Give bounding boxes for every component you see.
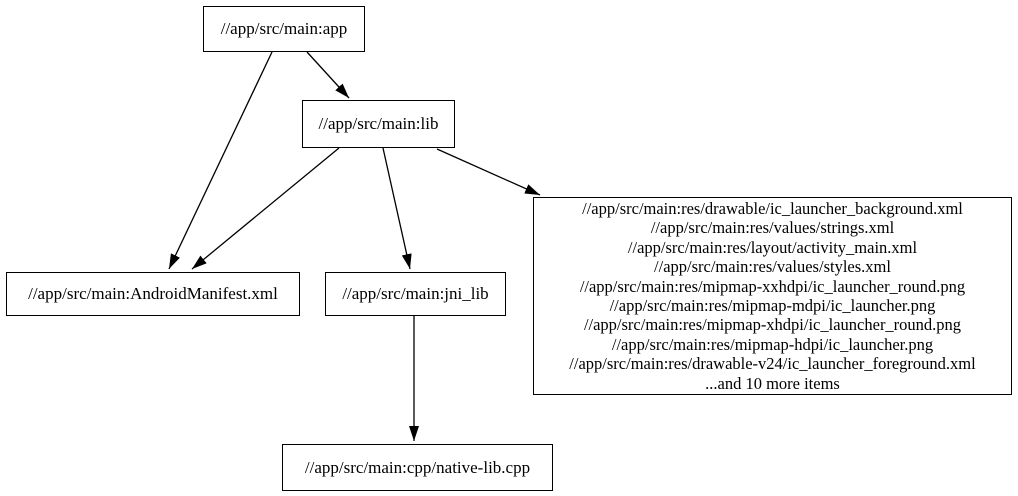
edge-app-to-manifest (168, 51, 273, 270)
graph-node-lib: //app/src/main:lib (302, 100, 455, 148)
graph-node-jni-lib-label: //app/src/main:jni_lib (342, 284, 489, 304)
graph-node-native-lib-cpp-label: //app/src/main:cpp/native-lib.cpp (304, 457, 531, 477)
graph-node-jni-lib: //app/src/main:jni_lib (325, 272, 506, 316)
graph-node-android-manifest-label: //app/src/main:AndroidManifest.xml (28, 284, 278, 304)
graph-node-resources: //app/src/main:res/drawable/ic_launcher_… (533, 197, 1012, 395)
graph-node-native-lib-cpp: //app/src/main:cpp/native-lib.cpp (282, 444, 553, 491)
graph-node-lib-label: //app/src/main:lib (318, 114, 439, 134)
graph-node-app: //app/src/main:app (203, 6, 365, 52)
edge-lib-to-manifest (191, 147, 340, 270)
edge-lib-to-resources (436, 148, 541, 196)
edge-app-to-lib (306, 51, 350, 99)
edge-lib-to-jni_lib (382, 147, 412, 270)
graph-node-resources-lines: //app/src/main:res/drawable/ic_launcher_… (569, 198, 976, 393)
graph-node-android-manifest: //app/src/main:AndroidManifest.xml (6, 272, 300, 316)
graph-node-app-label: //app/src/main:app (220, 19, 348, 39)
